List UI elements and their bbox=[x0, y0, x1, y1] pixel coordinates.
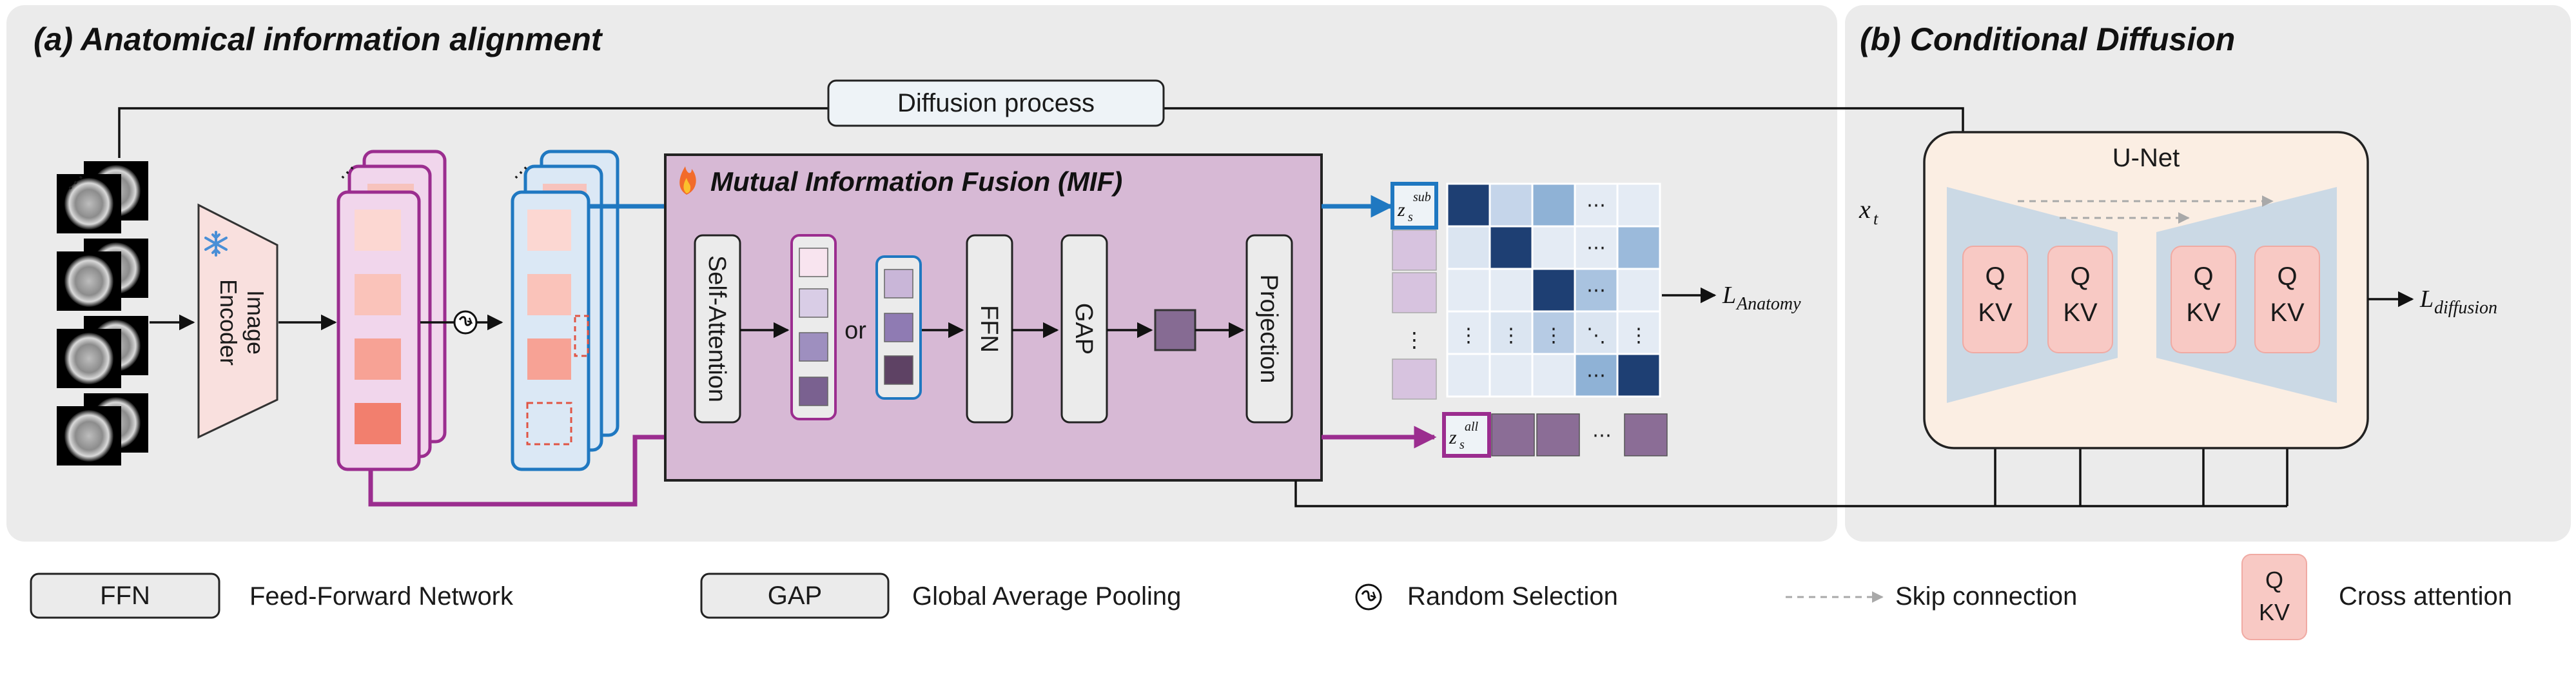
ffn-label: FFN bbox=[975, 305, 1002, 353]
panel-b-title: (b) Conditional Diffusion bbox=[1860, 21, 2235, 57]
fire-icon bbox=[679, 166, 696, 195]
zs-sub-vdots: ⋮ bbox=[1404, 328, 1425, 351]
svg-text:⋮: ⋮ bbox=[1629, 325, 1648, 346]
mif-title: Mutual Information Fusion (MIF) bbox=[710, 166, 1122, 197]
svg-text:KV: KV bbox=[2270, 299, 2305, 327]
projection-label: Projection bbox=[1255, 275, 1282, 384]
zs-all-row bbox=[1442, 412, 1668, 458]
purple-feature-stack bbox=[337, 150, 447, 471]
unet-qkv-1: Q KV bbox=[1962, 246, 2028, 353]
svg-text:KV: KV bbox=[1978, 299, 2013, 327]
pooled-token bbox=[1154, 309, 1196, 351]
svg-text:⋯: ⋯ bbox=[1586, 237, 1606, 259]
svg-text:KV: KV bbox=[2063, 299, 2098, 327]
legend-ffn-box-label: FFN bbox=[100, 582, 150, 610]
zs-sub-s: s bbox=[1408, 210, 1413, 224]
legend-cross-text: Cross attention bbox=[2339, 582, 2512, 611]
svg-text:KV: KV bbox=[2186, 299, 2221, 327]
gap-block bbox=[1060, 234, 1108, 424]
image-encoder-label-line1: Image bbox=[242, 290, 269, 355]
mri-slice-stack bbox=[57, 161, 148, 466]
svg-text:⋯: ⋯ bbox=[1586, 280, 1606, 301]
diffusion-process-box bbox=[827, 79, 1165, 127]
random-selection-icon bbox=[453, 310, 478, 335]
l-diffusion-sub: diffusion bbox=[2434, 298, 2497, 318]
svg-text:Q: Q bbox=[2193, 262, 2213, 291]
legend-q: Q bbox=[2265, 567, 2283, 593]
zs-sub-z: z bbox=[1397, 199, 1405, 220]
svg-text:⋯: ⋯ bbox=[1586, 365, 1606, 386]
similarity-matrix bbox=[1446, 182, 1661, 398]
self-attention-label: Self-Attention bbox=[703, 255, 730, 402]
diffusion-process-label: Diffusion process bbox=[897, 89, 1095, 117]
svg-text:Q: Q bbox=[2277, 262, 2297, 291]
svg-text:⋯: ⋯ bbox=[1586, 195, 1606, 216]
legend-random-icon bbox=[1355, 583, 1382, 611]
panel-a-title: (a) Anatomical information alignment bbox=[34, 21, 603, 57]
zs-all-s: s bbox=[1459, 438, 1465, 452]
svg-text:⋮: ⋮ bbox=[1544, 325, 1563, 346]
gap-label: GAP bbox=[1070, 303, 1097, 355]
unet-qkv-3: Q KV bbox=[2171, 246, 2236, 353]
self-attention-block bbox=[694, 234, 741, 424]
unet-qkv-4: Q KV bbox=[2254, 246, 2320, 353]
legend-gap-box bbox=[700, 573, 890, 619]
purple-feature-connector bbox=[368, 435, 665, 507]
legend-ffn-box bbox=[30, 573, 220, 619]
l-diffusion-L: L bbox=[2419, 286, 2434, 313]
image-encoder-label-line2: Encoder bbox=[215, 279, 242, 366]
legend-gap-box-label: GAP bbox=[768, 582, 822, 610]
legend-kv: KV bbox=[2259, 599, 2290, 625]
zs-all-sup: all bbox=[1465, 420, 1479, 434]
snowflake-icon bbox=[204, 231, 228, 257]
l-anatomy-L: L bbox=[1722, 282, 1736, 309]
ffn-block bbox=[966, 234, 1013, 424]
zs-all-z: z bbox=[1449, 427, 1457, 448]
legend-skip-text: Skip connection bbox=[1895, 582, 2077, 611]
xt-x: x bbox=[1859, 195, 1871, 224]
matrix-ellipses: ⋯ ⋯ ⋯ ⋮ ⋮ ⋮ ⋱ ⋮ ⋯ bbox=[1459, 195, 1648, 386]
l-anatomy-sub: Anatomy bbox=[1735, 294, 1801, 314]
zs-sub-sup: sub bbox=[1413, 190, 1431, 204]
legend-qkv-box bbox=[2241, 554, 2307, 640]
purple-token-column bbox=[790, 234, 837, 420]
svg-text:Q: Q bbox=[1985, 262, 2005, 291]
zs-all-ellipsis: ⋯ bbox=[1592, 425, 1612, 446]
svg-text:⋱: ⋱ bbox=[1586, 325, 1606, 346]
projection-block bbox=[1245, 234, 1293, 424]
legend-ffn-text: Feed-Forward Network bbox=[249, 582, 514, 611]
xt-t: t bbox=[1873, 210, 1878, 228]
svg-text:⋮: ⋮ bbox=[1501, 325, 1521, 346]
svg-text:Q: Q bbox=[2070, 262, 2090, 291]
blue-token-column bbox=[875, 255, 922, 400]
blue-feature-stack bbox=[511, 150, 620, 471]
legend: FFN Feed-Forward Network GAP Global Aver… bbox=[30, 554, 2512, 640]
image-encoder-trapezoid bbox=[197, 203, 278, 439]
or-label: or bbox=[844, 317, 866, 344]
legend-gap-text: Global Average Pooling bbox=[912, 582, 1181, 611]
zs-sub-column bbox=[1390, 182, 1438, 400]
legend-random-text: Random Selection bbox=[1407, 582, 1618, 611]
unet-title: U-Net bbox=[2113, 144, 2180, 172]
svg-text:⋮: ⋮ bbox=[1459, 325, 1478, 346]
unet-qkv-2: Q KV bbox=[2047, 246, 2113, 353]
